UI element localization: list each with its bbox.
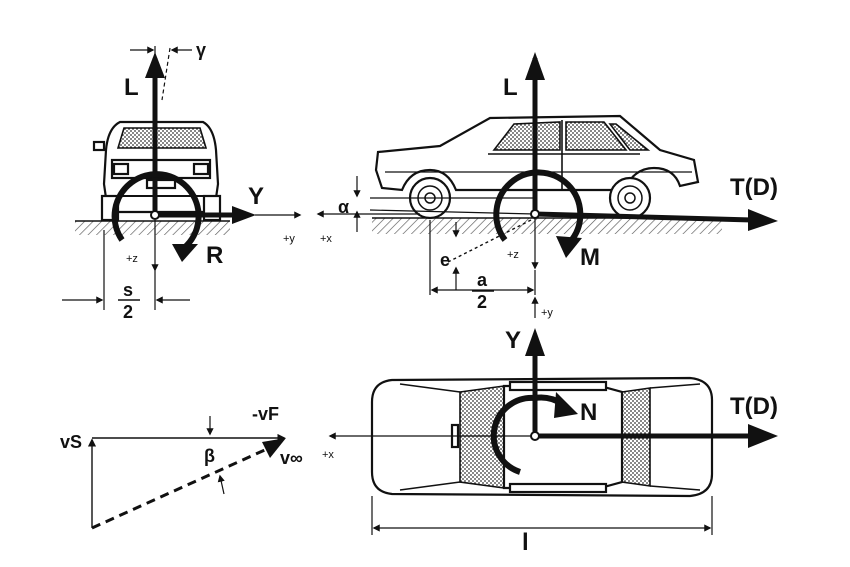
rear-lift-label: L xyxy=(124,74,139,101)
pitch-moment-arrow xyxy=(493,169,584,244)
wheelbase-denominator: 2 xyxy=(477,292,487,312)
vehicle-velocity-label: -vF xyxy=(252,404,279,424)
beta-label: β xyxy=(204,446,215,466)
rear-ground-hatch xyxy=(75,221,230,235)
side-velocity-label: vS xyxy=(60,432,82,452)
rear-y-axis-label: +y xyxy=(283,233,295,245)
side-drag-arrow xyxy=(534,211,753,223)
length-label: l xyxy=(522,529,529,556)
track-denominator: 2 xyxy=(123,302,133,322)
top-x-axis-label: +x xyxy=(322,449,334,461)
side-view: L T(D) α +x M +z e a 2 +y xyxy=(316,52,778,319)
rear-z-axis-label: +z xyxy=(126,253,138,265)
top-reference-point xyxy=(530,431,540,441)
track-numerator: s xyxy=(123,280,133,300)
roll-moment-label: R xyxy=(206,242,223,269)
pitch-moment-label: M xyxy=(580,244,600,271)
wheelbase-numerator: a xyxy=(477,270,488,290)
side-ground-hatch xyxy=(372,218,722,234)
side-reference-point xyxy=(530,209,540,219)
gamma-label: γ xyxy=(196,40,206,60)
side-z-axis-label: +z xyxy=(507,249,519,261)
gamma-tilted-line xyxy=(161,47,171,101)
top-view: Y T(D) N +x l xyxy=(322,327,778,556)
side-x-axis-label: +x xyxy=(320,233,332,245)
resultant-velocity-line xyxy=(91,442,279,530)
side-lift-label: L xyxy=(503,74,518,101)
rear-view: L γ Y +y +z R s 2 xyxy=(62,40,302,322)
rear-reference-point xyxy=(150,210,160,220)
velocity-triangle: vS -vF v∞ β xyxy=(60,404,303,530)
yaw-moment-label: N xyxy=(580,399,597,426)
side-y-axis-label: +y xyxy=(541,307,553,319)
side-drag-label: T(D) xyxy=(730,174,778,201)
alpha-label: α xyxy=(338,197,349,217)
top-drag-label: T(D) xyxy=(730,393,778,420)
roll-moment-arrow xyxy=(111,171,202,251)
top-side-force-label: Y xyxy=(505,327,521,354)
offset-e-label: e xyxy=(440,250,450,270)
resultant-velocity-label: v∞ xyxy=(280,448,303,468)
yaw-moment-arrow xyxy=(490,394,564,475)
rear-side-force-label: Y xyxy=(248,183,264,210)
